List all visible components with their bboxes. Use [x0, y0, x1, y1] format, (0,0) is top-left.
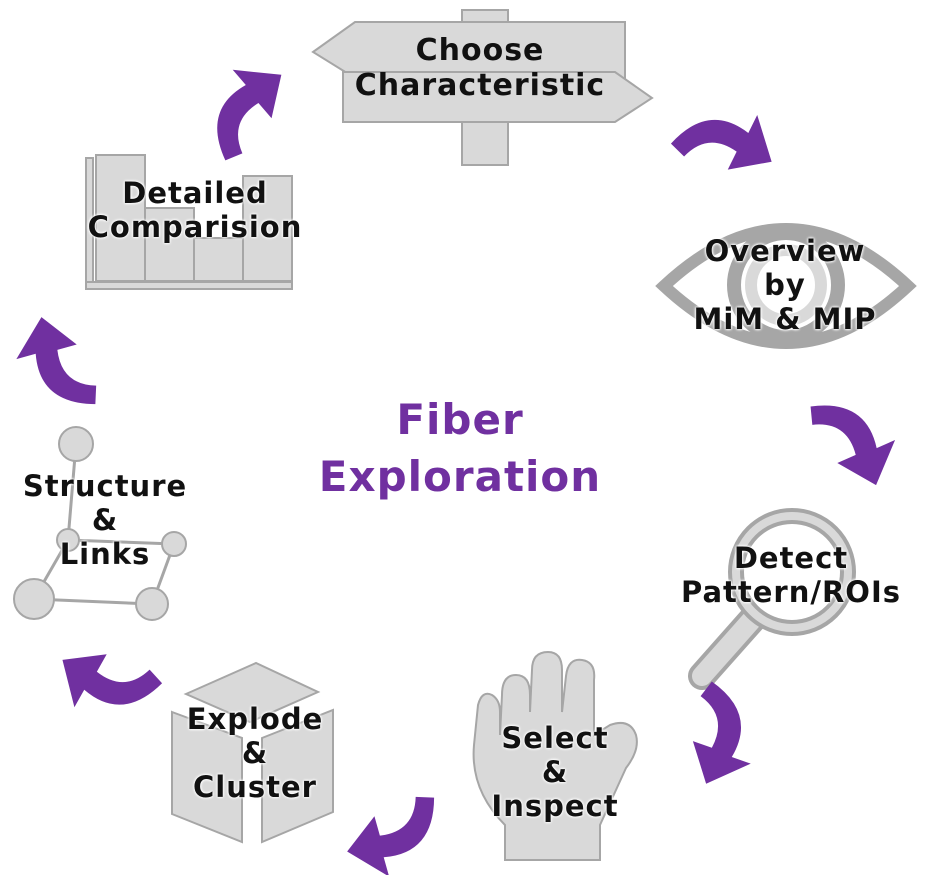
step-choose-characteristic: Choose Characteristic — [340, 33, 620, 103]
step-overview: Overview by MiM & MIP — [660, 234, 910, 337]
step-label-line: Pattern/ROIs — [680, 574, 901, 609]
bar-chart-icon — [85, 154, 293, 290]
step-label-line: by — [764, 267, 806, 302]
step-detailed-comparision: Detailed Comparision — [70, 176, 320, 245]
step-label-line: MiM & MIP — [693, 301, 877, 336]
step-label-line: Inspect — [491, 788, 619, 823]
arrow-to-detailed — [9, 309, 100, 417]
center-title: Fiber Exploration — [300, 392, 620, 505]
signpost-icon — [311, 9, 654, 166]
eye-icon — [655, 223, 917, 349]
arrow-to-choose — [185, 48, 306, 164]
arrow-to-detect — [806, 384, 907, 499]
step-label-line: Detailed — [122, 176, 268, 210]
graph-icon — [13, 426, 187, 621]
step-detect-pattern: Detect Pattern/ROIs — [660, 541, 922, 610]
step-label-line: Choose — [415, 33, 545, 68]
step-label-line: Detect — [733, 541, 849, 575]
step-select-inspect: Select & Inspect — [470, 721, 640, 824]
arrow-to-select — [668, 679, 776, 798]
arrow-to-explode — [339, 793, 447, 875]
step-label-line: Select — [501, 721, 609, 755]
step-label-line: & — [241, 735, 269, 770]
step-label-line: Characteristic — [354, 68, 606, 104]
step-label-line: Comparision — [87, 209, 303, 244]
cube-icon — [171, 661, 334, 844]
step-structure-links: Structure & Links — [5, 469, 205, 572]
arrow-to-structure — [44, 625, 165, 741]
step-label-line: Overview — [704, 234, 866, 268]
step-label-line: Explode — [186, 702, 324, 736]
step-label-line: & — [541, 754, 569, 789]
step-label-line: Links — [59, 536, 151, 571]
hand-icon — [472, 650, 638, 861]
magnifier-icon — [688, 508, 856, 690]
step-explode-cluster: Explode & Cluster — [160, 702, 350, 805]
step-label-line: Structure — [22, 469, 188, 503]
center-title-line-2: Exploration — [318, 451, 602, 501]
step-label-line: & — [91, 502, 119, 537]
arrow-to-overview — [668, 84, 789, 198]
center-title-line-1: Fiber — [396, 395, 524, 444]
step-label-line: Cluster — [193, 769, 317, 804]
